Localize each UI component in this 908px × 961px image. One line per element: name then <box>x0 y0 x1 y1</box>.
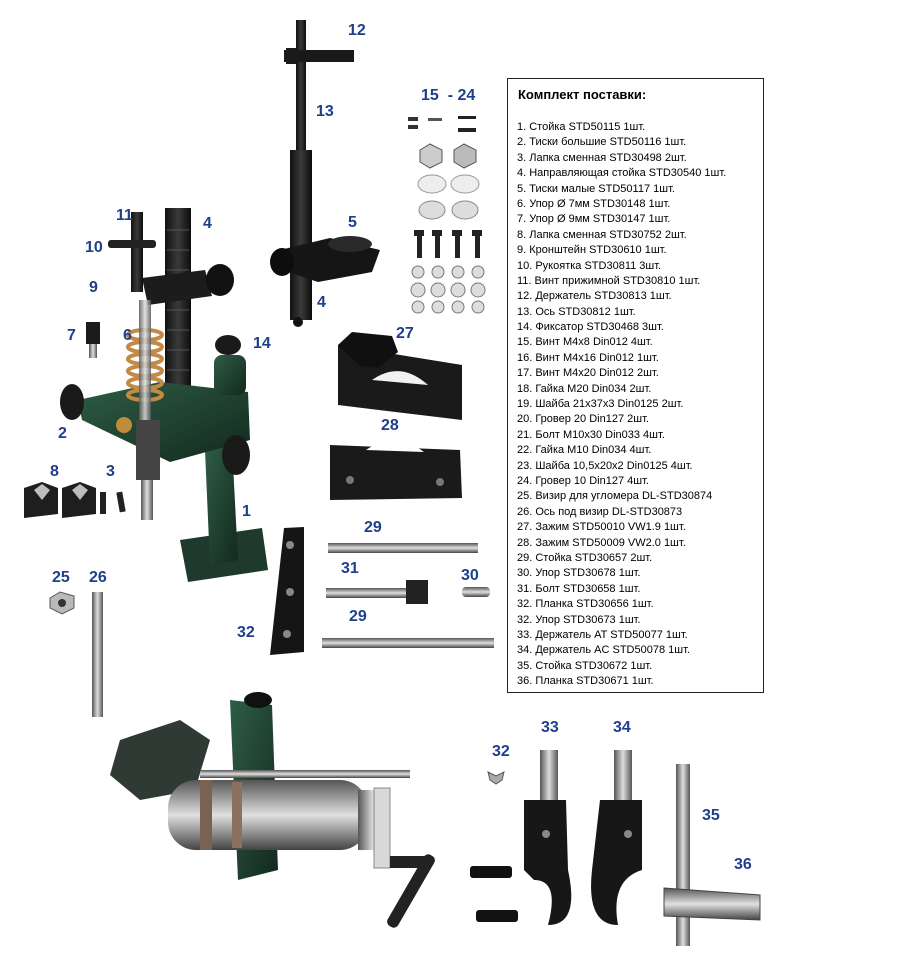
callout-9: 9 <box>89 279 98 296</box>
callout-6: 6 <box>123 327 132 344</box>
list-item: 5. Тиски малые STD50117 1шт. <box>517 182 675 195</box>
callout-13: 13 <box>316 103 334 120</box>
parts-25-26 <box>49 591 103 717</box>
callout-26: 26 <box>89 569 107 586</box>
callout-11: 11 <box>116 207 133 224</box>
list-item: 11. Винт прижимной STD30810 1шт. <box>517 274 701 287</box>
list-item: 4. Направляющая стойка STD30540 1шт. <box>517 167 727 180</box>
list-item: 23. Шайба 10,5x20x2 Din0125 4шт. <box>517 459 693 472</box>
callout-30: 30 <box>461 567 479 584</box>
list-item: 35. Стойка STD30672 1шт. <box>517 659 653 672</box>
parts-35-36 <box>663 764 761 946</box>
callout-34: 34 <box>613 719 631 736</box>
list-item: 3. Лапка сменная STD30498 2шт. <box>517 151 687 164</box>
list-item: 25. Визир для угломера DL-STD30874 <box>517 490 713 503</box>
list-item: 24. Гровер 10 Din127 4шт. <box>517 474 649 487</box>
callout-4-guide: 4 <box>317 294 326 311</box>
list-item: 1. Стойка STD50115 1шт. <box>517 121 646 133</box>
list-item: 7. Упор Ø 9мм STD30147 1шт. <box>517 213 671 226</box>
list-item: 32. Планка STD30656 1шт. <box>517 598 654 611</box>
list-item: 12. Держатель STD30813 1шт. <box>517 290 672 303</box>
list-item: 26. Ось под визир DL-STD30873 <box>517 505 683 518</box>
list-item: 17. Винт M4x20 Din012 2шт. <box>517 367 659 380</box>
clamp-28 <box>330 440 462 500</box>
list-item: 16. Винт M4x16 Din012 1шт. <box>517 351 659 364</box>
fasteners-15-24 <box>408 116 486 314</box>
list-item: 19. Шайба 21x37x3 Din0125 2шт. <box>517 398 684 411</box>
list-item: 14. Фиксатор STD30468 3шт. <box>517 321 664 334</box>
callout-1: 1 <box>242 503 251 520</box>
plate-32 <box>270 527 304 655</box>
callout-7: 7 <box>67 327 76 344</box>
list-item: 28. Зажим STD50009 VW2.0 1шт. <box>517 536 686 549</box>
rods-29-31-30 <box>322 543 494 648</box>
callout-5: 5 <box>348 214 357 231</box>
parts-8-3-jaws <box>24 482 126 518</box>
list-item: 29. Стойка STD30657 2шт. <box>517 551 653 564</box>
list-item: 36. Планка STD30671 1шт. <box>517 675 654 688</box>
parts-list-panel: Комплект поставки: 1. Стойка STD50115 1ш… <box>507 78 764 693</box>
callout-29-top: 29 <box>364 519 382 536</box>
callout-12: 12 <box>348 22 366 39</box>
small-vise-assembly <box>270 20 380 327</box>
callout-33: 33 <box>541 719 559 736</box>
list-item: 32. Упор STD30673 1шт. <box>517 613 641 626</box>
list-item: 30. Упор STD30678 1шт. <box>517 567 641 580</box>
list-item: 27. Зажим STD50010 VW1.9 1шт. <box>517 521 686 534</box>
callout-14: 14 <box>253 335 271 352</box>
list-item: 20. Гровер 20 Din127 2шт. <box>517 413 649 426</box>
callout-32-plate: 32 <box>237 624 255 641</box>
parts-list-title: Комплект поставки: <box>518 87 647 102</box>
list-item: 21. Болт M10x30 Din033 4шт. <box>517 428 665 441</box>
list-item: 33. Держатель AT STD50077 1шт. <box>517 628 688 641</box>
main-stand <box>60 208 268 582</box>
callout-3: 3 <box>106 463 115 480</box>
callout-15-24: 15 - 24 <box>421 87 476 104</box>
list-item: 13. Ось STD30812 1шт. <box>517 305 636 318</box>
list-item: 31. Болт STD30658 1шт. <box>517 582 641 595</box>
callout-28: 28 <box>381 417 399 434</box>
parts-list: 1. Стойка STD50115 1шт. 2. Тиски большие… <box>517 120 726 689</box>
callout-35: 35 <box>702 807 720 824</box>
list-item: 2. Тиски большие STD50116 1шт. <box>517 136 687 149</box>
callout-31: 31 <box>341 560 359 577</box>
callout-2: 2 <box>58 425 67 442</box>
holders-33-34 <box>470 750 642 925</box>
callout-10: 10 <box>85 239 103 256</box>
callout-32-stop: 32 <box>492 743 510 760</box>
callout-4-rack: 4 <box>203 215 212 232</box>
callout-8: 8 <box>50 463 59 480</box>
list-item: 6. Упор Ø 7мм STD30148 1шт. <box>517 197 671 210</box>
callout-27: 27 <box>396 325 414 342</box>
list-item: 9. Кронштейн STD30610 1шт. <box>517 244 667 257</box>
list-item: 34. Держатель AC STD50078 1шт. <box>517 644 690 657</box>
list-item: 18. Гайка M20 Din034 2шт. <box>517 382 652 395</box>
list-item: 22. Гайка M10 Din034 4шт. <box>517 444 652 457</box>
part-7-stop <box>86 322 100 358</box>
callout-29-bottom: 29 <box>349 608 367 625</box>
injector-test-assembly <box>110 692 435 928</box>
callout-25: 25 <box>52 569 70 586</box>
list-item: 8. Лапка сменная STD30752 2шт. <box>517 228 687 241</box>
list-item: 10. Рукоятка STD30811 3шт. <box>517 259 662 272</box>
callout-36: 36 <box>734 856 752 873</box>
clamp-27 <box>338 332 462 420</box>
list-item: 15. Винт M4x8 Din012 4шт. <box>517 336 653 349</box>
